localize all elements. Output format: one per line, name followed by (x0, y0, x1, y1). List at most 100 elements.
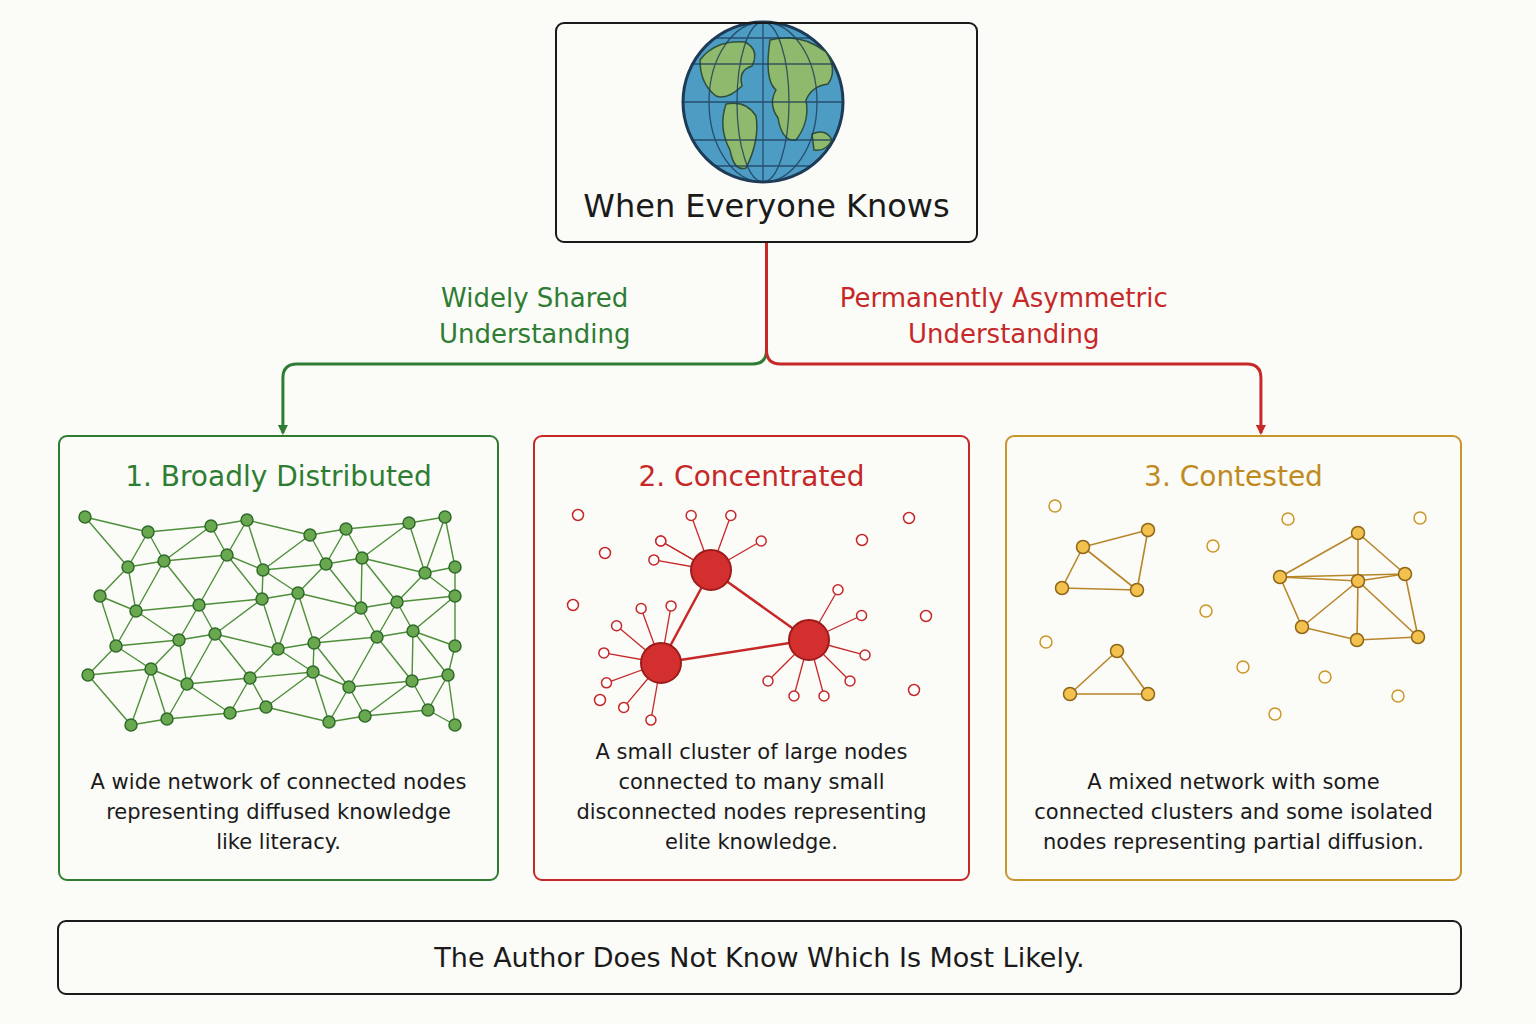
network-dot (158, 555, 170, 567)
network-dot (857, 610, 867, 620)
network-link (377, 637, 412, 681)
network-dot (1269, 708, 1281, 720)
network-link (346, 523, 409, 529)
network-link (362, 558, 397, 602)
network-link (425, 517, 445, 573)
network-dot (1412, 631, 1425, 644)
network-dot (422, 704, 434, 716)
network-dot (1274, 571, 1287, 584)
network-dot (636, 603, 646, 613)
network-dot (1282, 513, 1294, 525)
network-link (298, 593, 314, 643)
network-link (412, 631, 413, 681)
network-dot (221, 549, 233, 561)
network-dot (1200, 605, 1212, 617)
network-dot (921, 611, 932, 622)
network-link (164, 561, 199, 605)
node-title: When Everyone Knows (583, 184, 949, 229)
network-dot (449, 590, 461, 602)
network-link (1302, 581, 1358, 627)
network-link (1358, 533, 1405, 574)
network-dot (649, 555, 659, 565)
network-link (263, 535, 310, 570)
network-link (148, 526, 211, 532)
network-dot (1142, 524, 1155, 537)
network-dot (94, 590, 106, 602)
network-link (136, 611, 179, 640)
contested-network (1040, 500, 1426, 720)
network-dot (909, 685, 920, 696)
network-dot (1352, 575, 1365, 588)
network-link (250, 672, 313, 678)
network-dot (599, 648, 609, 658)
network-link (413, 596, 455, 631)
network-dot (130, 605, 142, 617)
network-link (263, 564, 326, 570)
network-dot (122, 561, 134, 573)
network-dot (1414, 512, 1426, 524)
network-link (445, 517, 455, 567)
network-dot (641, 643, 681, 683)
network-dot (1237, 661, 1249, 673)
network-dot (257, 564, 269, 576)
network-dot (145, 663, 157, 675)
network-link (1083, 547, 1137, 590)
network-dot (857, 535, 868, 546)
network-dot (568, 600, 579, 611)
network-link (266, 672, 313, 707)
network-link (1070, 693, 1148, 695)
network-dot (845, 676, 855, 686)
scenario-panel: 3. Contested A mixed network with some co… (1005, 435, 1462, 881)
network-dot (439, 511, 451, 523)
network-dot (1049, 500, 1061, 512)
network-link (349, 637, 377, 687)
network-dot (419, 567, 431, 579)
network-dot (173, 634, 185, 646)
network-dot (82, 669, 94, 681)
network-dot (292, 587, 304, 599)
network-link (413, 631, 448, 675)
branch-arrow (767, 243, 1261, 433)
network-link (1117, 651, 1148, 694)
network-dot (407, 625, 419, 637)
panel-description: A wide network of connected nodes repres… (86, 767, 471, 857)
network-link (1083, 530, 1148, 547)
network-link (164, 555, 227, 561)
network-dot (1064, 688, 1077, 701)
panel-description: A mixed network with some connected clus… (1033, 767, 1434, 857)
network-dot (307, 666, 319, 678)
network-dot (308, 637, 320, 649)
network-dot (1111, 645, 1124, 658)
network-dot (763, 676, 773, 686)
network-link (247, 520, 310, 535)
network-dot (449, 640, 461, 652)
network-dot (573, 510, 584, 521)
panel-heading: 3. Contested (1144, 457, 1323, 497)
network-dot (193, 599, 205, 611)
network-link (1358, 581, 1418, 637)
network-link (187, 634, 215, 684)
network-dot (343, 681, 355, 693)
network-dot (391, 596, 403, 608)
network-link (164, 526, 211, 561)
network-dot (833, 585, 843, 595)
network-link (85, 517, 148, 532)
scenario-panel: 1. Broadly DistributedA wide network of … (58, 435, 499, 881)
branch-label: Widely Shared Understanding (355, 280, 715, 352)
network-link (266, 707, 329, 722)
network-link (187, 684, 230, 713)
network-link (215, 634, 250, 678)
network-dot (142, 526, 154, 538)
network-dot (1077, 541, 1090, 554)
network-link (136, 605, 199, 611)
network-dot (726, 510, 736, 520)
title-box: When Everyone Knows (555, 22, 978, 243)
network-link (454, 596, 455, 646)
network-dot (656, 536, 666, 546)
network-link (362, 523, 409, 558)
network-dot (601, 678, 611, 688)
network-dot (79, 511, 91, 523)
network-link (116, 640, 179, 646)
